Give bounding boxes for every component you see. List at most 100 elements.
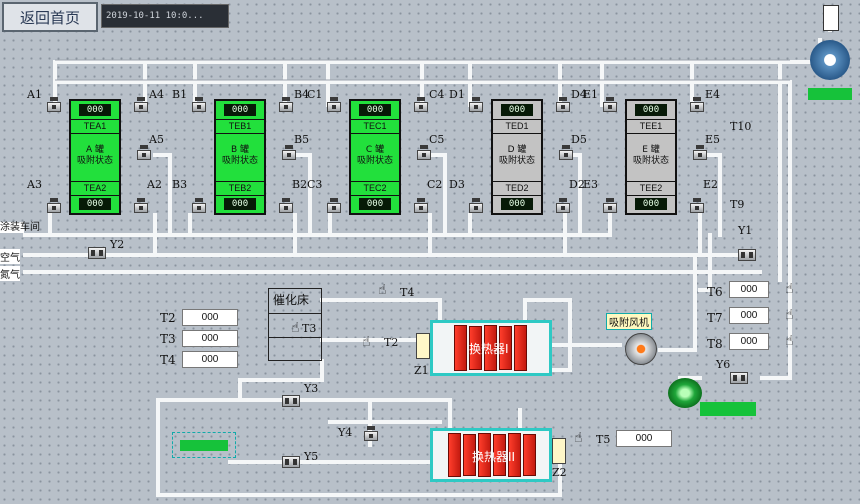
- valve-e3[interactable]: [603, 198, 617, 214]
- valve-actuator: [696, 145, 704, 149]
- valve-e4-label: E4: [705, 88, 721, 101]
- valve-e1[interactable]: [603, 97, 617, 113]
- valve-actuator: [606, 97, 614, 101]
- tower-b-bottom-display: 000: [224, 198, 256, 210]
- valve-c3[interactable]: [327, 198, 341, 214]
- valve-y1[interactable]: [738, 249, 756, 261]
- tower-e-status-line1: E 罐: [642, 145, 660, 155]
- tower-d-lower-label: TED2: [505, 183, 529, 193]
- valve-d2[interactable]: [556, 198, 570, 214]
- pointer-icon[interactable]: ☝: [574, 430, 583, 446]
- tower-c-status: C 罐吸附状态: [351, 145, 399, 167]
- exhaust-fan-status: [808, 88, 852, 100]
- back-home-button[interactable]: 返回首页: [2, 2, 98, 32]
- valve-b3[interactable]: [192, 198, 206, 214]
- tower-divider: [71, 119, 119, 120]
- tower-c-status-line2: 吸附状态: [356, 156, 393, 166]
- valve-b1[interactable]: [192, 97, 206, 113]
- valve-body: [556, 203, 570, 213]
- valve-d5[interactable]: [559, 145, 573, 161]
- valve-b4[interactable]: [279, 97, 293, 113]
- adsorption-fan-icon[interactable]: [625, 333, 657, 365]
- valve-actuator: [330, 97, 338, 101]
- valve-b2-label: B2: [292, 178, 308, 191]
- valve-y2[interactable]: [88, 247, 106, 259]
- valve-c4[interactable]: [414, 97, 428, 113]
- valve-e2[interactable]: [690, 198, 704, 214]
- valve-y6-label: Y6: [716, 358, 731, 371]
- valve-d2-label: D2: [569, 178, 585, 191]
- valve-a5[interactable]: [137, 145, 151, 161]
- pointer-icon[interactable]: ☝: [291, 320, 300, 336]
- sensor-t5-label: T5: [596, 433, 611, 446]
- sensor-t4-label: T4: [400, 286, 415, 299]
- heat-exchanger-2-fins: [448, 433, 538, 477]
- tower-d-top-display: 000: [501, 104, 533, 116]
- pointer-icon[interactable]: ☝: [785, 333, 794, 349]
- valve-y4-label: Y4: [338, 426, 353, 439]
- valve-c1[interactable]: [327, 97, 341, 113]
- valve-b3-label: B3: [172, 178, 188, 191]
- valve-y5[interactable]: [282, 456, 300, 468]
- valve-actuator: [285, 145, 293, 149]
- pointer-icon[interactable]: ☝: [362, 334, 371, 350]
- tower-d-status-line2: 吸附状态: [498, 156, 535, 166]
- tower-c-upper-label: TEC1: [363, 121, 387, 131]
- temp-right-label: T8: [707, 337, 723, 351]
- valve-actuator: [559, 97, 567, 101]
- valve-actuator: [137, 97, 145, 101]
- valve-a3[interactable]: [47, 198, 61, 214]
- valve-c5[interactable]: [417, 145, 431, 161]
- valve-body: [134, 203, 148, 213]
- heat-exchanger-1-fins: [454, 325, 529, 371]
- z1-connector: [416, 333, 430, 359]
- tower-divider: [216, 181, 264, 182]
- valve-body: [192, 102, 206, 112]
- valve-a4[interactable]: [134, 97, 148, 113]
- valve-e5[interactable]: [693, 145, 707, 161]
- valve-c5-label: C5: [429, 133, 445, 146]
- z1-label: Z1: [414, 364, 429, 377]
- tower-e-lower-label: TEE2: [639, 183, 663, 193]
- valve-b2[interactable]: [279, 198, 293, 214]
- tower-divider: [627, 133, 675, 134]
- valve-actuator: [137, 198, 145, 202]
- valve-body: [279, 203, 293, 213]
- valve-actuator: [472, 97, 480, 101]
- tower-b-upper-label: TEB1: [228, 121, 252, 131]
- valve-actuator: [562, 145, 570, 149]
- valve-a3-label: A3: [27, 178, 42, 191]
- valve-y3[interactable]: [282, 395, 300, 407]
- temp-left-label: T2: [160, 311, 176, 325]
- pointer-icon[interactable]: ☝: [785, 281, 794, 297]
- valve-d1[interactable]: [469, 97, 483, 113]
- valve-body: [137, 150, 151, 160]
- valve-actuator: [417, 97, 425, 101]
- valve-c2[interactable]: [414, 198, 428, 214]
- valve-body: [327, 203, 341, 213]
- pointer-icon[interactable]: ☝: [785, 307, 794, 323]
- tower-divider: [71, 181, 119, 182]
- valve-e4[interactable]: [690, 97, 704, 113]
- valve-a2[interactable]: [134, 198, 148, 214]
- valve-body: [414, 102, 428, 112]
- auxiliary-inlet-status: [180, 440, 228, 451]
- temp-left-value: 000: [182, 330, 238, 347]
- valve-d4[interactable]: [556, 97, 570, 113]
- valve-y6[interactable]: [730, 372, 748, 384]
- valve-y4[interactable]: [364, 426, 378, 442]
- valve-b5[interactable]: [282, 145, 296, 161]
- auxiliary-fan-icon[interactable]: [668, 378, 702, 408]
- exhaust-fan-icon[interactable]: [810, 40, 850, 80]
- tower-divider: [627, 181, 675, 182]
- tower-e-upper-label: TEE1: [639, 121, 663, 131]
- valve-d3[interactable]: [469, 198, 483, 214]
- pointer-icon[interactable]: ☝: [378, 282, 387, 298]
- chimney: [823, 5, 839, 31]
- valve-a1[interactable]: [47, 97, 61, 113]
